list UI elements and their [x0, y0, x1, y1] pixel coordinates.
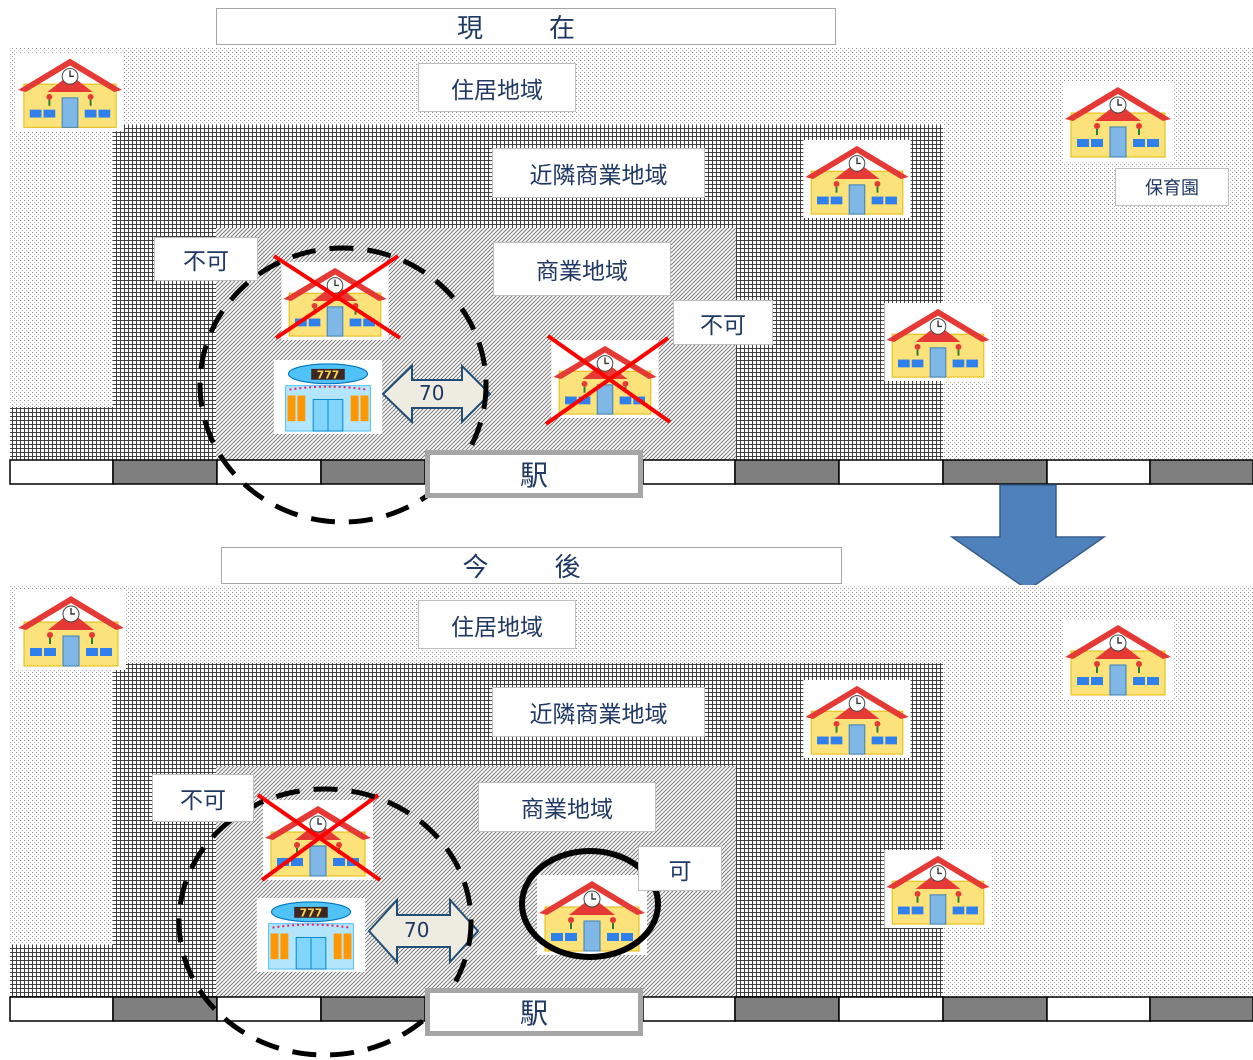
distance-value: 70 — [404, 918, 430, 942]
railway-track — [9, 996, 1253, 1022]
not-allowed-label: 不可 — [154, 237, 258, 281]
nursery-school-icon — [802, 680, 912, 758]
nursery-school-icon — [802, 140, 912, 218]
neighborhood-commercial-zone-label: 近隣商業地域 — [492, 687, 705, 737]
nursery-school-icon — [1063, 80, 1173, 162]
residential-zone-label: 住居地域 — [418, 600, 576, 649]
nursery-school-icon — [16, 52, 124, 132]
nursery-school-icon — [16, 590, 126, 670]
pachinko-parlor-icon — [272, 360, 384, 434]
allowed-label: 可 — [638, 846, 722, 891]
nursery-school-icon — [883, 850, 993, 928]
nursery-school-icon — [1063, 618, 1173, 700]
pachinko-parlor-icon — [255, 898, 367, 972]
distance-value: 70 — [419, 381, 445, 405]
not-allowed-label: 不可 — [152, 774, 254, 822]
not-allowed-label: 不可 — [673, 300, 773, 345]
commercial-zone-label: 商業地域 — [478, 782, 656, 832]
cross-mark-icon — [256, 793, 382, 882]
commercial-zone-label: 商業地域 — [493, 242, 671, 296]
neighborhood-commercial-zone-label: 近隣商業地域 — [492, 148, 705, 198]
residential-zone-label: 住居地域 — [418, 63, 576, 112]
radius-dashed-circle — [197, 245, 489, 525]
railway-track — [9, 459, 1253, 485]
allowed-circle-mark — [519, 848, 661, 960]
transition-arrow-icon — [949, 484, 1107, 591]
panel-title-future: 今 後 — [221, 547, 842, 584]
nursery-school-icon — [883, 303, 993, 381]
nursery-school-icon — [537, 875, 647, 955]
nursery-school-label: 保育園 — [1115, 168, 1229, 206]
cross-mark-icon — [544, 334, 672, 426]
station-label: 駅 — [425, 988, 643, 1036]
panel-title-current: 現 在 — [216, 8, 836, 45]
station-label: 駅 — [425, 450, 643, 498]
radius-dashed-circle — [176, 786, 474, 1058]
distance-double-arrow — [367, 897, 480, 965]
distance-double-arrow — [381, 363, 492, 425]
cross-mark-icon — [272, 254, 402, 340]
